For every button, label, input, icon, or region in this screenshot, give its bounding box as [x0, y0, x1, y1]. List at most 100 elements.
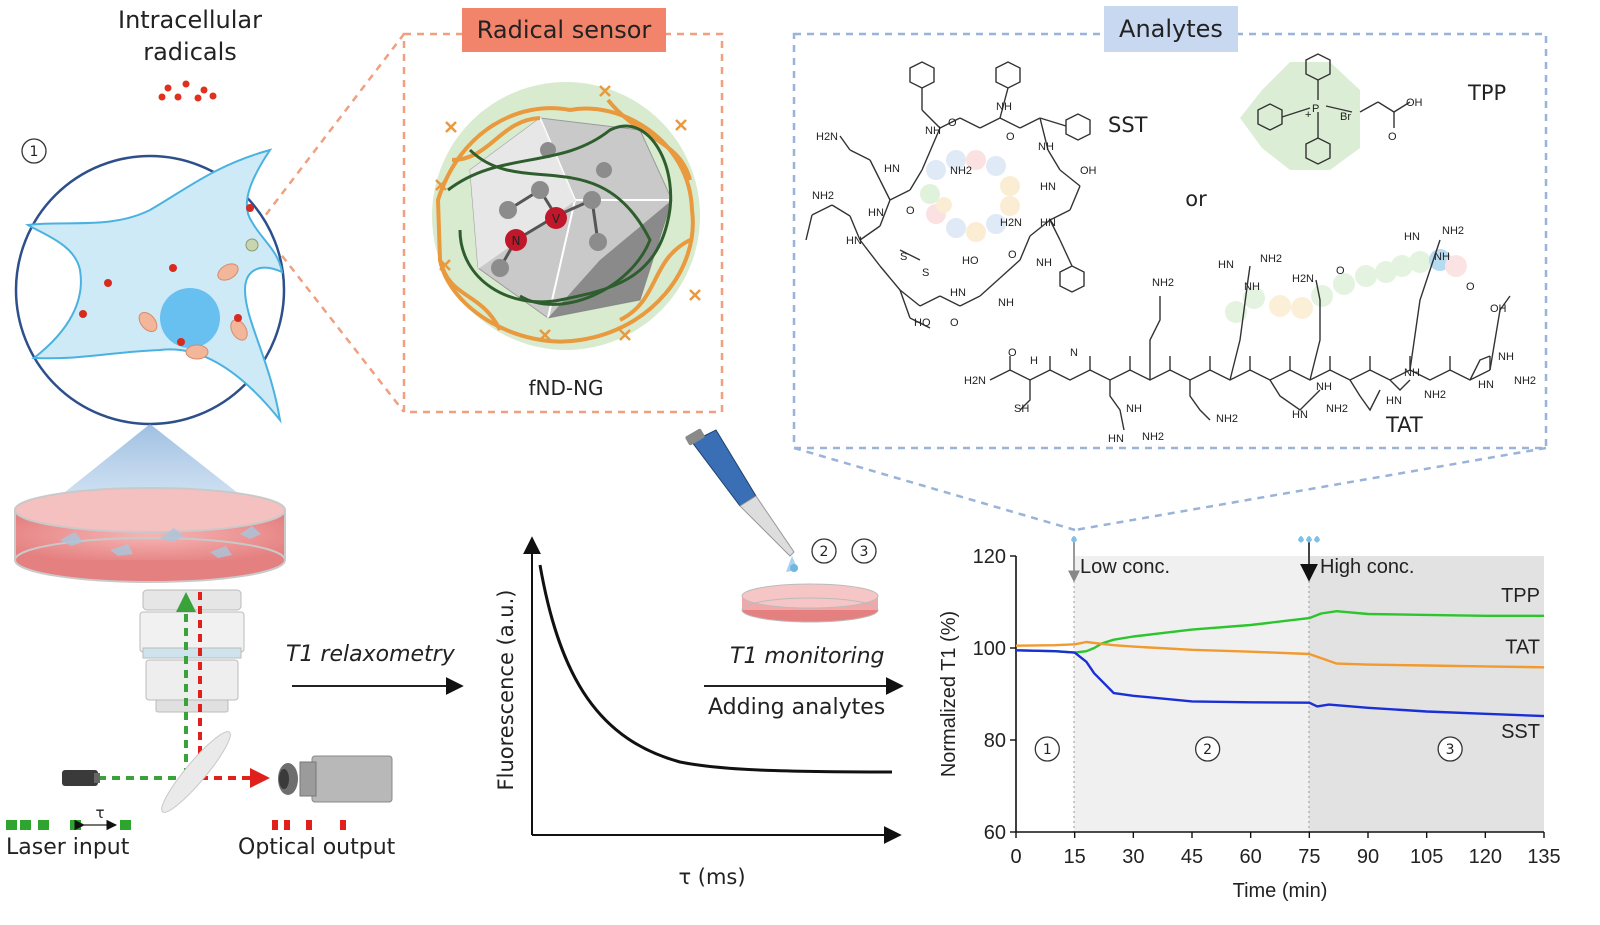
svg-text:1: 1 [30, 144, 39, 160]
x-tick-label: 30 [1122, 846, 1144, 868]
svg-text:+: + [1305, 109, 1311, 121]
svg-text:O: O [1008, 249, 1017, 261]
svg-text:HN: HN [1218, 259, 1234, 271]
svg-text:NH: NH [998, 297, 1014, 309]
microscope-objective [139, 589, 245, 713]
svg-text:H2N: H2N [964, 375, 986, 387]
svg-text:NH: NH [1434, 251, 1450, 263]
phase-marker [1437, 736, 1463, 762]
svg-text:HO: HO [914, 317, 931, 329]
svg-text:HN: HN [868, 207, 884, 219]
svg-text:HN: HN [1386, 395, 1402, 407]
svg-text:τ (ms): τ (ms) [678, 865, 745, 889]
svg-text:HN: HN [950, 287, 966, 299]
cell-body [24, 148, 284, 424]
svg-text:NH2: NH2 [1514, 375, 1536, 387]
svg-text:OH: OH [1490, 303, 1507, 315]
svg-text:O: O [906, 205, 915, 217]
y-tick-label: 100 [973, 638, 1006, 660]
svg-text:3: 3 [860, 544, 869, 560]
svg-text:O: O [1008, 347, 1017, 359]
radical-dots [158, 80, 217, 102]
svg-text:O: O [948, 117, 957, 129]
svg-text:Br: Br [1340, 111, 1351, 123]
nitrogen-n [505, 229, 527, 251]
intracellular-radicals-label: Intracellular radicals [118, 6, 262, 66]
series-line-tat [1015, 640, 1545, 669]
svg-text:HO: HO [962, 255, 979, 267]
svg-text:S: S [922, 267, 929, 279]
x-tick-label: 15 [1064, 846, 1086, 868]
camera [278, 755, 393, 803]
step-marker-1-top: 1 [21, 138, 47, 164]
decay-plot: Fluorescence (a.u.) τ (ms) [494, 536, 902, 889]
laser-source [62, 770, 100, 786]
svg-text:HN: HN [1040, 217, 1056, 229]
svg-text:O: O [950, 317, 959, 329]
y-tick-label: 120 [973, 546, 1006, 568]
svg-text:O: O [1336, 265, 1345, 277]
svg-text:Intracellular: Intracellular [118, 6, 262, 34]
svg-text:H2N: H2N [816, 131, 838, 143]
series-line-sst [1015, 649, 1545, 718]
svg-text:N: N [512, 234, 521, 248]
svg-text:H2N: H2N [1000, 217, 1022, 229]
x-tick-label: 45 [1181, 846, 1203, 868]
svg-text:OH: OH [1406, 97, 1423, 109]
tpp-label: TPP [1467, 81, 1506, 105]
svg-text:HN: HN [884, 163, 900, 175]
phase-shade-2 [1074, 556, 1309, 832]
sst-label: SST [1108, 113, 1148, 137]
svg-text:NH: NH [1126, 403, 1142, 415]
svg-text:NH2: NH2 [1424, 389, 1446, 401]
laser-input-label: Laser input [6, 835, 130, 860]
or-text: or [1185, 187, 1207, 211]
svg-text:NH2: NH2 [1152, 277, 1174, 289]
y-axis-title: Normalized T1 (%) [938, 611, 960, 777]
series-label-sst: SST [1501, 721, 1540, 743]
phase-marker-label: 3 [1446, 742, 1455, 758]
svg-text:Radical sensor: Radical sensor [477, 16, 652, 44]
svg-text:2: 2 [820, 544, 829, 560]
radical-sensor-title: Radical sensor [462, 8, 666, 52]
phase-marker [1194, 736, 1221, 762]
svg-text:NH: NH [1244, 281, 1260, 293]
t1-relaxometry-label: T1 relaxometry [286, 642, 456, 667]
svg-text:NH2: NH2 [812, 190, 834, 202]
svg-text:S: S [900, 251, 907, 263]
phase-marker-label: 2 [1203, 742, 1212, 758]
svg-text:P: P [1312, 103, 1319, 115]
phase-marker-label: 1 [1043, 742, 1052, 758]
low-conc-annotation: Low conc. [1080, 556, 1170, 578]
high-conc-annotation: High conc. [1320, 556, 1415, 578]
optical-output-label: Optical output [238, 835, 396, 860]
tau-interval: τ [74, 804, 118, 831]
svg-text:OH: OH [1080, 165, 1097, 177]
svg-text:NH2: NH2 [1442, 225, 1464, 237]
svg-text:O: O [1466, 281, 1475, 293]
svg-text:HN: HN [1478, 379, 1494, 391]
cell-magnifier [14, 148, 286, 426]
svg-text:HN: HN [1292, 409, 1308, 421]
svg-text:NH: NH [1498, 351, 1514, 363]
svg-text:Analytes: Analytes [1119, 15, 1223, 43]
tat-structure: H2N SH O H N NH HN NH2 NH2 NH2 HN NH2 NH… [964, 225, 1536, 445]
svg-text:NH: NH [1036, 257, 1052, 269]
svg-text:H: H [1030, 355, 1038, 367]
svg-text:NH: NH [1038, 141, 1054, 153]
svg-text:NH: NH [1316, 381, 1332, 393]
x-tick-label: 60 [1240, 846, 1262, 868]
svg-text:NH2: NH2 [950, 165, 972, 177]
x-tick-label: 0 [1010, 846, 1021, 868]
step-marker-3-pipette: 3 [851, 538, 877, 564]
svg-text:Fluorescence (a.u.): Fluorescence (a.u.) [494, 590, 518, 791]
svg-text:NH2: NH2 [1260, 253, 1282, 265]
optical-pulse-train [272, 820, 346, 830]
svg-text:HN: HN [1404, 231, 1420, 243]
nanodiamond: V N [432, 82, 701, 350]
x-axis-title: Time (min) [1233, 880, 1328, 902]
svg-text:HN: HN [1108, 433, 1124, 445]
svg-text:NH: NH [1404, 367, 1420, 379]
